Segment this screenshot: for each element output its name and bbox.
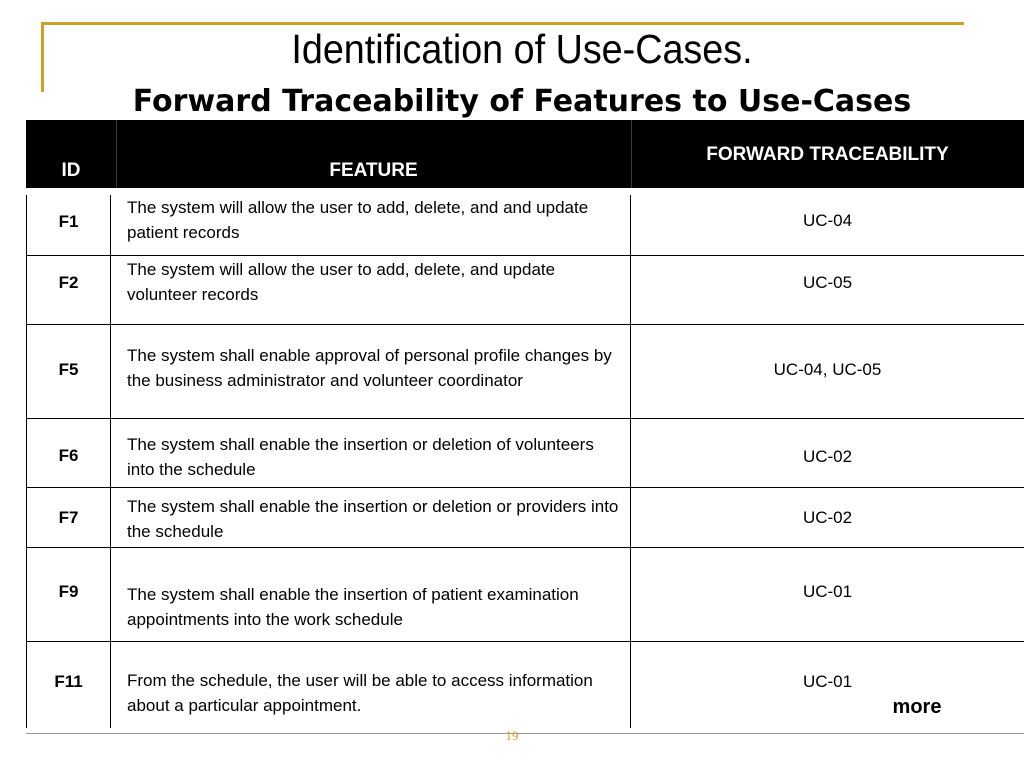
row-trace-cell: UC-04, UC-05 [631,325,1024,418]
row-trace-cell: UC-02 [631,488,1024,547]
row-id: F2 [58,273,79,292]
row-id-cell: F1 [26,195,111,255]
row-trace: UC-04, UC-05 [773,360,882,379]
header-trace-cell: FORWARD TRACEABILITY [631,120,1024,188]
row-id: F1 [58,212,79,231]
slide-title: Identification of Use-Cases. [291,26,753,72]
gold-frame-left [41,22,44,92]
slide-subtitle: Forward Traceability of Features to Use-… [132,84,912,119]
table-body: F1 The system will allow the user to add… [26,195,1024,728]
row-id-cell: F5 [26,325,111,418]
row-id-cell: F7 [26,488,111,547]
row-feature-cell: The system shall enable the insertion or… [111,419,631,487]
gold-frame-top [41,22,964,25]
header-id: ID [61,160,81,181]
row-id-cell: F9 [26,548,111,641]
row-id: F11 [54,672,83,691]
row-id: F9 [58,582,79,601]
row-id: F5 [58,360,79,379]
table-row: F2 The system will allow the user to add… [26,256,1024,325]
row-feature: The system shall enable the insertion or… [127,497,619,541]
row-trace-cell: UC-02 [631,419,1024,487]
row-feature-cell: The system will allow the user to add, d… [111,256,631,324]
page-number: 19 [505,728,519,743]
header-divider [631,120,632,188]
row-id: F6 [58,446,79,465]
row-trace: UC-02 [802,447,853,466]
table-row: F5 The system shall enable approval of p… [26,325,1024,419]
row-trace-cell: UC-05 [631,256,1024,324]
row-id-cell: F2 [26,256,111,324]
table-row: F11 From the schedule, the user will be … [26,642,1024,728]
row-feature-cell: The system shall enable the insertion or… [111,488,631,547]
row-feature-cell: The system will allow the user to add, d… [111,195,631,255]
row-feature: The system shall enable the insertion of… [127,585,579,629]
row-trace-cell: UC-01 [631,642,1024,728]
table-row: F6 The system shall enable the insertion… [26,419,1024,488]
table-header: ID FEATURE FORWARD TRACEABILITY [26,120,1024,188]
row-trace-cell: UC-01 [631,548,1024,641]
row-feature: The system will allow the user to add, d… [127,260,556,304]
row-trace: UC-01 [802,672,853,691]
row-feature: The system will allow the user to add, d… [127,198,589,242]
row-trace: UC-02 [802,508,853,527]
row-feature-cell: The system shall enable approval of pers… [111,325,631,418]
footer-divider [26,733,1024,734]
row-feature: From the schedule, the user will be able… [127,671,593,715]
row-feature-cell: From the schedule, the user will be able… [111,642,631,728]
header-trace: FORWARD TRACEABILITY [706,144,949,165]
row-trace: UC-01 [802,582,853,601]
row-id-cell: F11 [26,642,111,728]
more-link[interactable]: more [892,696,942,718]
row-id: F7 [58,508,79,527]
table-row: F7 The system shall enable the insertion… [26,488,1024,548]
table-row: F9 The system shall enable the insertion… [26,548,1024,642]
row-trace: UC-04 [802,211,853,230]
row-feature-cell: The system shall enable the insertion of… [111,548,631,641]
header-divider [116,120,117,188]
row-feature: The system shall enable approval of pers… [127,346,612,390]
header-id-cell: ID [26,120,116,188]
row-feature: The system shall enable the insertion or… [127,435,594,479]
header-feature-cell: FEATURE [116,120,631,188]
row-trace-cell: UC-04 [631,195,1024,255]
row-trace: UC-05 [802,273,853,292]
table-row: F1 The system will allow the user to add… [26,195,1024,256]
header-feature: FEATURE [329,160,418,181]
row-id-cell: F6 [26,419,111,487]
